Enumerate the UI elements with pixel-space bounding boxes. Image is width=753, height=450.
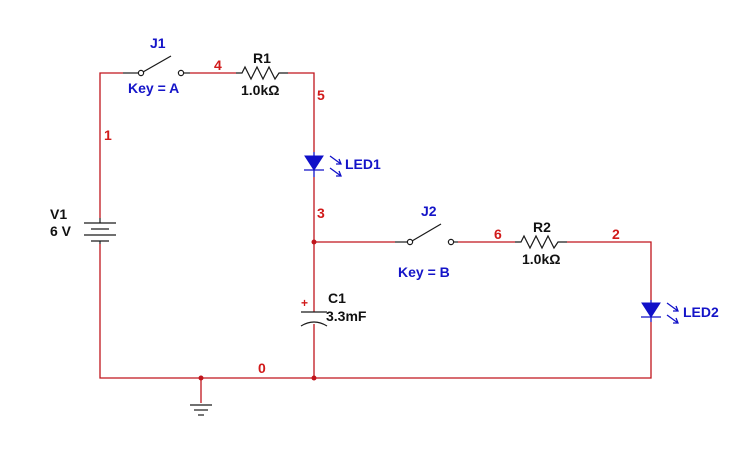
resistor-r2[interactable] — [515, 234, 567, 250]
r1-name-label: R1 — [253, 50, 271, 66]
j1-name-label: J1 — [150, 35, 166, 51]
v1-value-label: 6 V — [50, 223, 72, 239]
j1-key-label: Key = A — [128, 80, 179, 96]
r2-value-label: 1.0kΩ — [522, 251, 560, 267]
r2-name-label: R2 — [533, 219, 551, 235]
led2-symbol[interactable] — [641, 300, 679, 324]
v1-name-label: V1 — [50, 206, 67, 222]
junction-dot-bottom — [311, 375, 317, 381]
c1-name-label: C1 — [328, 290, 346, 306]
capacitor-c1[interactable] — [300, 311, 328, 327]
led1-label: LED1 — [345, 156, 381, 172]
led2-label: LED2 — [683, 304, 719, 320]
wire-led2-bottom — [99, 244, 652, 379]
node-label-1: 1 — [104, 127, 112, 143]
wire-r1-led1 — [288, 72, 315, 152]
c1-polarity-mark: + — [301, 296, 308, 310]
ground-icon — [190, 404, 212, 416]
j2-key-label: Key = B — [398, 264, 450, 280]
resistor-r1[interactable] — [236, 65, 288, 81]
wire-top-left — [99, 72, 123, 218]
r1-value-label: 1.0kΩ — [241, 82, 279, 98]
junction-dot-ground — [198, 375, 204, 381]
battery-v1[interactable] — [84, 218, 116, 244]
j2-name-label: J2 — [421, 203, 437, 219]
switch-j1[interactable] — [123, 55, 190, 77]
junction-dot-node3 — [311, 239, 317, 245]
node-label-5: 5 — [317, 87, 325, 103]
wire-r2-led2 — [567, 241, 652, 300]
node-label-0: 0 — [258, 360, 266, 376]
node-label-3: 3 — [317, 205, 325, 221]
led1-symbol[interactable] — [304, 152, 342, 177]
node-label-4: 4 — [214, 57, 222, 73]
c1-value-label: 3.3mF — [326, 308, 367, 324]
wires — [99, 72, 652, 403]
switch-j2[interactable] — [395, 223, 458, 246]
node-label-6: 6 — [494, 226, 502, 242]
node-label-2: 2 — [612, 226, 620, 242]
